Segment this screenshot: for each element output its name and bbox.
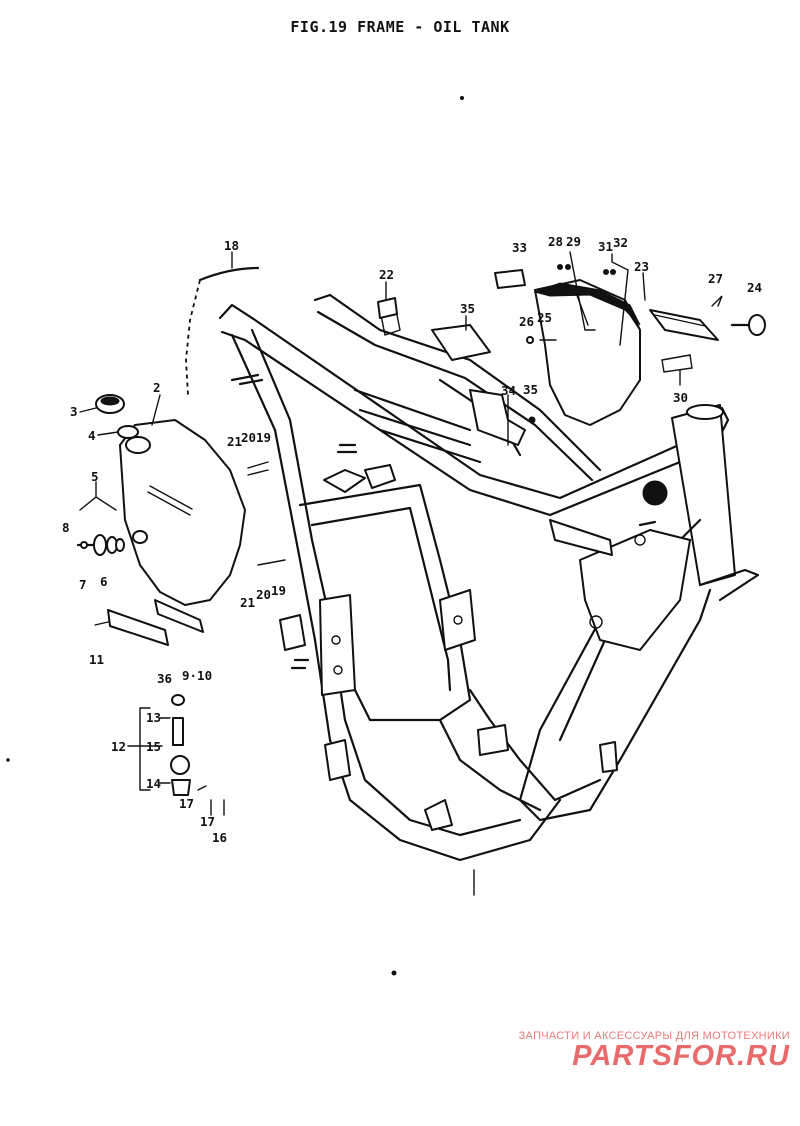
oil-tank-drawing bbox=[119, 266, 286, 606]
callout-22: 22 bbox=[379, 267, 394, 282]
watermark-logo: PARTSFOR.RU bbox=[572, 1040, 790, 1072]
callout-9-10: 9·10 bbox=[182, 668, 212, 683]
callout-20-lower: 20 bbox=[256, 587, 271, 602]
callout-3: 3 bbox=[70, 404, 78, 419]
callout-36: 36 bbox=[157, 671, 172, 686]
callout-20-upper: 20 bbox=[241, 430, 256, 445]
callout-14: 14 bbox=[146, 776, 161, 791]
watermark-caption: ЗАПЧАСТИ И АКСЕССУАРЫ ДЛЯ МОТОТЕХНИКИ bbox=[518, 1030, 790, 1042]
diagram-title: FIG.19 FRAME - OIL TANK bbox=[290, 18, 510, 36]
watermark: ЗАПЧАСТИ И АКСЕССУАРЫ ДЛЯ МОТОТЕХНИКИ PA… bbox=[488, 1030, 790, 1073]
callout-6: 6 bbox=[100, 574, 108, 589]
callout-5: 5 bbox=[91, 469, 99, 484]
callout-21-lower: 21 bbox=[240, 595, 255, 610]
callout-25: 25 bbox=[537, 310, 552, 325]
callout-4: 4 bbox=[88, 428, 96, 443]
callout-2: 2 bbox=[153, 380, 161, 395]
callout-18: 18 bbox=[224, 238, 239, 253]
callout-11: 11 bbox=[89, 652, 104, 667]
callout-19-upper: 19 bbox=[256, 430, 271, 445]
leader-lines bbox=[79, 251, 681, 791]
callout-32: 32 bbox=[613, 235, 628, 250]
callout-19-lower: 19 bbox=[271, 583, 286, 598]
callout-35-upper: 35 bbox=[460, 301, 475, 316]
callout-labels: 18 2 3 4 5 8 7 6 21 20 19 21 20 19 11 36… bbox=[62, 234, 762, 845]
small-parts-drawing bbox=[76, 264, 766, 816]
callout-8: 8 bbox=[62, 520, 70, 535]
callout-34: 34 bbox=[501, 383, 516, 398]
callout-21-upper: 21 bbox=[227, 434, 242, 449]
callout-15: 15 bbox=[146, 739, 161, 754]
callout-31: 31 bbox=[598, 239, 613, 254]
frame-drawing bbox=[218, 293, 760, 896]
callout-29: 29 bbox=[566, 234, 581, 249]
callout-35-lower: 35 bbox=[523, 382, 538, 397]
callout-12: 12 bbox=[111, 739, 126, 754]
callout-13: 13 bbox=[146, 710, 161, 725]
callout-17-right: 17 bbox=[200, 814, 215, 829]
callout-7: 7 bbox=[79, 577, 87, 592]
callout-28: 28 bbox=[548, 234, 563, 249]
callout-27: 27 bbox=[708, 271, 723, 286]
callout-17-left: 17 bbox=[179, 796, 194, 811]
callout-24: 24 bbox=[747, 280, 762, 295]
callout-16: 16 bbox=[212, 830, 227, 845]
callout-26: 26 bbox=[519, 314, 534, 329]
callout-23: 23 bbox=[634, 259, 649, 274]
callout-30: 30 bbox=[673, 390, 688, 405]
callout-33: 33 bbox=[512, 240, 527, 255]
